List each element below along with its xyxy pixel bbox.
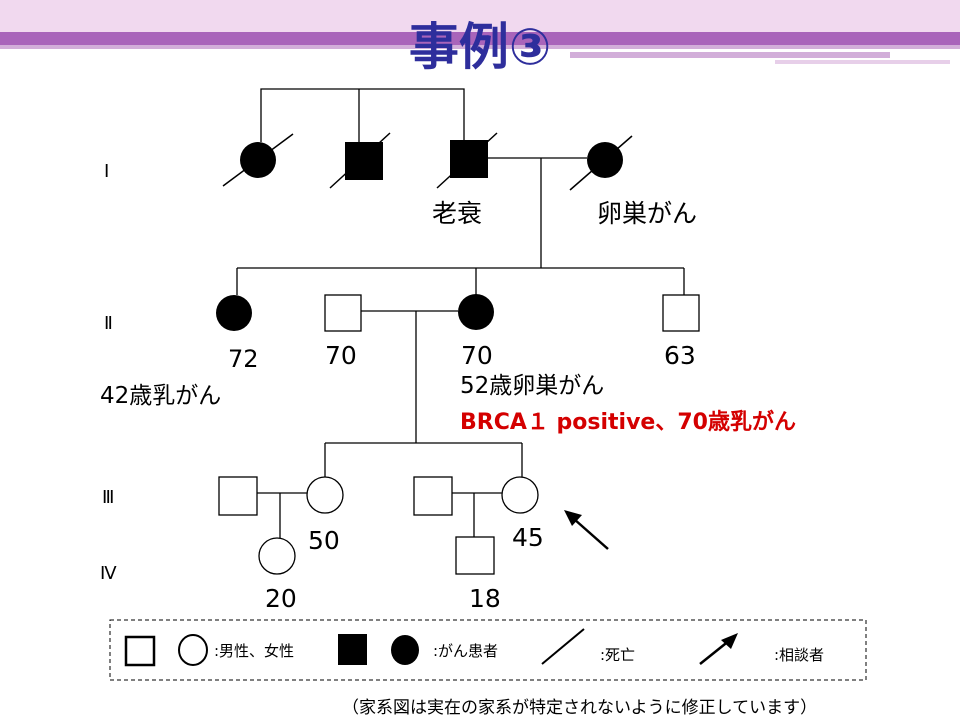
- footnote: （家系図は実在の家系が特定されないように修正しています）: [342, 698, 817, 718]
- legend-male-female-label: :男性、女性: [214, 642, 294, 660]
- legend-cancer-label: :がん患者: [433, 642, 498, 660]
- deceased-slash: [569, 135, 633, 191]
- header-decoration: [0, 0, 960, 64]
- mother-genetic-result: BRCA１ positive、70歳乳がん: [460, 409, 796, 435]
- gen4-son: [455, 536, 495, 575]
- gen3-brother-in-law: [218, 476, 258, 516]
- aunt-age: 72: [228, 345, 259, 373]
- generation-label-3: Ⅲ: [102, 487, 114, 508]
- deceased-slash: [329, 132, 391, 189]
- gen2-aunt-affected: [216, 295, 252, 331]
- page-title: 事例③: [409, 18, 551, 76]
- uncle-age: 63: [664, 341, 696, 370]
- generation-label-4: Ⅳ: [100, 563, 117, 584]
- deceased-slash: [436, 132, 498, 189]
- gen4-niece: [258, 537, 296, 575]
- legend-male-icon: [124, 635, 156, 667]
- proband-age: 45: [512, 523, 544, 552]
- father-age: 70: [325, 341, 357, 370]
- proband-arrow-icon: [564, 510, 609, 550]
- sister-age: 50: [308, 526, 340, 555]
- pedigree-lines: [236, 88, 685, 538]
- legend-deceased-label: :死亡: [600, 646, 635, 664]
- gen3-husband: [413, 476, 453, 516]
- legend: :男性、女性 :がん患者 :死亡 :相談者: [109, 619, 867, 681]
- generation-label-1: Ⅰ: [104, 161, 109, 182]
- gen2-uncle: [662, 294, 700, 332]
- gen3-sister: [306, 476, 344, 514]
- mother-age: 70: [461, 341, 493, 370]
- gen2-mother-affected: [458, 294, 494, 330]
- deceased-slash: [222, 133, 294, 187]
- legend-proband-label: :相談者: [774, 646, 824, 664]
- mother-note: 52歳卵巣がん: [460, 373, 604, 399]
- aunt-note: 42歳乳がん: [100, 383, 221, 409]
- legend-female-icon: [178, 634, 208, 666]
- legend-proband-arrow-icon: [699, 633, 738, 665]
- gen3-proband: [501, 476, 539, 514]
- legend-affected-male-icon: [338, 634, 367, 665]
- legend-affected-female-icon: [391, 635, 419, 665]
- niece-age: 20: [265, 584, 297, 613]
- grandmother-note: 卵巣がん: [597, 199, 697, 228]
- generation-label-2: Ⅱ: [104, 313, 113, 334]
- legend-deceased-icon: [541, 628, 585, 665]
- gen2-father: [324, 294, 362, 332]
- gen1-great-uncle-affected: [345, 142, 383, 180]
- son-age: 18: [469, 584, 501, 613]
- grandfather-note: 老衰: [432, 199, 482, 228]
